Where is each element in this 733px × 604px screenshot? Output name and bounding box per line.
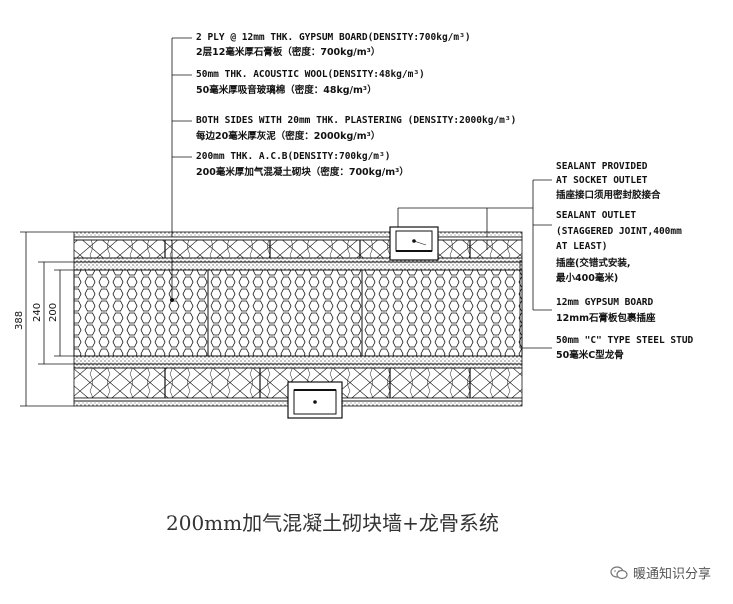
leader-dot [170, 298, 174, 302]
socket-outlet-top [389, 226, 439, 261]
callout-block-en: 200mm THK. A.C.B(DENSITY:700kg/m³) [196, 151, 391, 162]
callout-outlet-line3: AT LEAST) [556, 241, 608, 252]
plaster-top [73, 261, 523, 271]
socket-outlet-bottom [287, 381, 343, 419]
callout-gypsum-cn: 2层12毫米厚石膏板（密度：700kg/m³） [196, 47, 381, 58]
callout-stud-line1: 50mm "C" TYPE STEEL STUD [556, 335, 694, 346]
callout-plaster-en: BOTH SIDES WITH 20mm THK. PLASTERING (DE… [196, 115, 517, 126]
watermark: 暖通知识分享 [610, 563, 711, 582]
dimension-lines [20, 231, 74, 407]
callout-sealant-line3: 插座接口须用密封胶接合 [556, 190, 661, 201]
callout-plaster-cn: 每边20毫米厚灰泥（密度：2000kg/m³） [196, 131, 381, 142]
callout-outlet-line2: (STAGGERED JOINT,400mm [556, 226, 682, 237]
callout-wool-en: 50mm THK. ACOUSTIC WOOL(DENSITY:48kg/m³) [196, 69, 425, 80]
dim-block-label: 200 [48, 303, 59, 322]
dim-plaster-label: 240 [32, 303, 43, 322]
callout-board-line1: 12mm GYPSUM BOARD [556, 297, 654, 308]
callout-outlet-line4: 插座(交错式安装, [556, 258, 631, 269]
callout-block-cn: 200毫米厚加气混凝土砌块（密度：700kg/m³） [196, 167, 409, 178]
callout-outlet-line1: SEALANT OUTLET [556, 210, 637, 221]
wechat-icon [610, 565, 628, 579]
plaster-bottom [73, 355, 523, 365]
callout-wool-cn: 50毫米厚吸音玻璃棉（密度：48kg/m³） [196, 85, 377, 96]
callout-sealant-line2: AT SOCKET OUTLET [556, 175, 648, 186]
callout-stud-line2: 50毫米C型龙骨 [556, 350, 624, 361]
top-board-layers [73, 231, 523, 263]
callout-outlet-line5: 最小400毫米) [556, 273, 619, 284]
drawing-caption: 200mm加气混凝土砌块墙+龙骨系统 [166, 511, 499, 535]
callout-gypsum-en: 2 PLY @ 12mm THK. GYPSUM BOARD(DENSITY:7… [196, 32, 471, 43]
callout-board-line2: 12mm石膏板包裹插座 [556, 313, 656, 324]
dim-overall-label: 388 [14, 311, 25, 330]
callout-sealant-line1: SEALANT PROVIDED [556, 161, 648, 172]
aac-block-core [73, 269, 523, 357]
watermark-text: 暖通知识分享 [632, 567, 711, 582]
